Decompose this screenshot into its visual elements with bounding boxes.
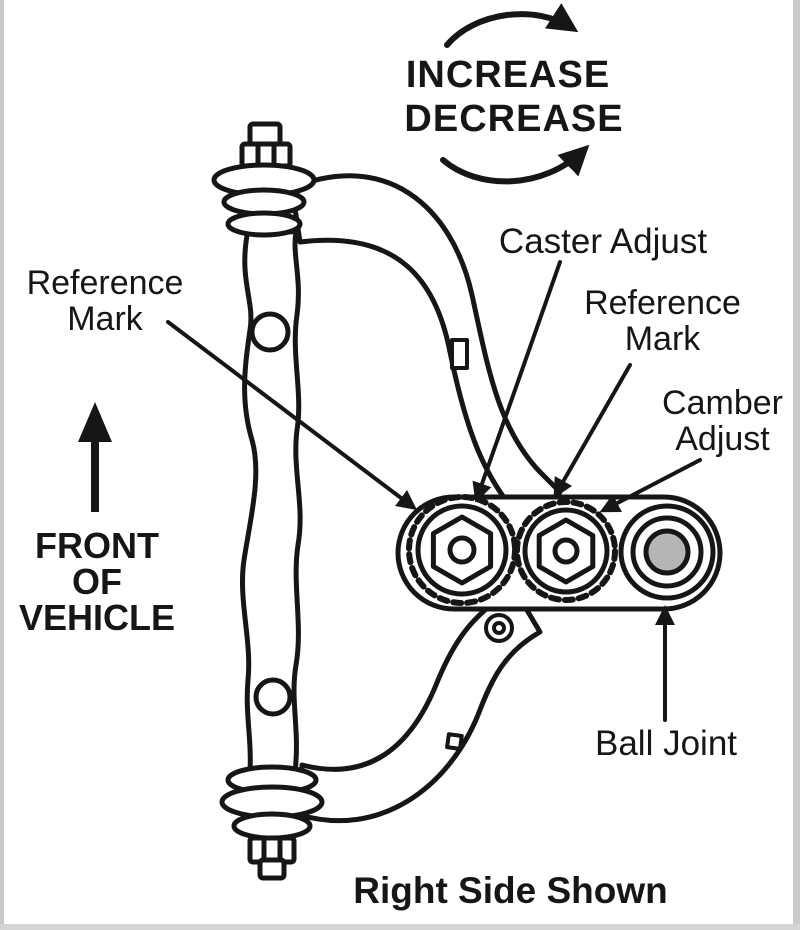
reference-mark-left-arrow	[166, 320, 417, 511]
front-of-vehicle-label: FRONT OF VEHICLE	[18, 525, 176, 638]
caster-cam	[415, 503, 509, 597]
camber-cam-washer	[514, 499, 618, 603]
caster-adjust-arrow	[472, 260, 562, 503]
decrease-label: DECREASE	[404, 98, 624, 140]
bottom-bushing	[219, 764, 325, 881]
ball-joint-label: Ball Joint	[595, 724, 738, 763]
increase-arrow-icon	[444, 3, 579, 48]
ball-joint	[618, 503, 716, 601]
small-bolt	[484, 613, 514, 643]
reference-mark-right-arrow	[553, 363, 632, 499]
reference-mark-right-label: Reference Mark	[584, 284, 741, 358]
reference-mark-left-label: Reference Mark	[26, 264, 184, 338]
decrease-arrow-icon	[440, 144, 590, 185]
page-edge-bottom	[0, 924, 800, 930]
front-arrow-icon	[78, 402, 112, 512]
page-edge-left	[0, 0, 4, 930]
top-bushing	[211, 121, 317, 238]
arm-slot	[450, 338, 469, 370]
pivot-shaft	[239, 227, 303, 775]
caster-adjust-label: Caster Adjust	[498, 222, 708, 261]
camber-adjust-label: Camber Adjust	[662, 384, 783, 458]
camber-adjust-arrow	[599, 458, 702, 513]
footer-caption: Right Side Shown	[353, 870, 668, 911]
camber-cam	[522, 507, 610, 595]
increase-label: INCREASE	[405, 54, 611, 96]
small-square-hole	[445, 732, 464, 751]
page-edge-right	[793, 0, 800, 930]
